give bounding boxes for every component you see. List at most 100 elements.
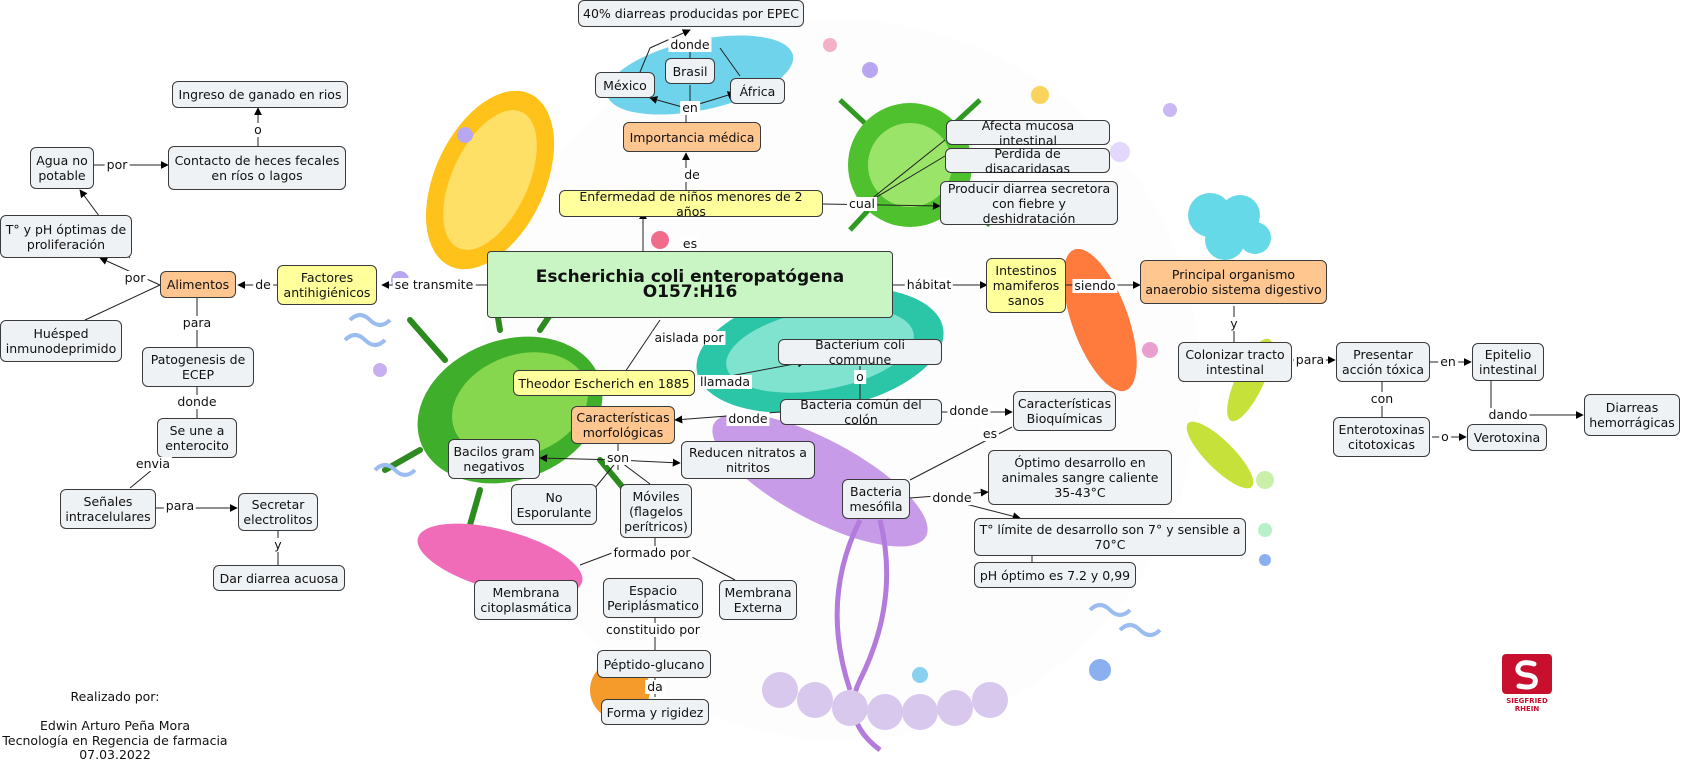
node-text: Características morfológicas (576, 410, 670, 440)
node-text: Presentar acción tóxica (1342, 347, 1424, 377)
node-text: África (739, 83, 776, 99)
link-label-donde: donde (930, 490, 974, 505)
link-label-donde: donde (175, 394, 219, 409)
link-label-donde: donde (947, 403, 991, 418)
node-peptido: Péptido-glucano (597, 650, 711, 678)
node-ingreso-ganado: Ingreso de ganado en rios (172, 81, 348, 108)
node-bacterium-coli: Bacterium coli commune (778, 337, 942, 367)
node-optimo-desarrollo: Óptimo desarrollo en animales sangre cal… (988, 450, 1172, 505)
link-label-para: para (1293, 352, 1327, 367)
link-label-se-transmite: se transmite (392, 277, 476, 292)
node-text: Péptido-glucano (603, 656, 705, 672)
node-text: Huésped inmunodeprimido (5, 326, 117, 356)
link-label-es: es (680, 236, 700, 251)
node-espacio-peri: Espacio Periplásmatico (603, 578, 703, 618)
node-text: Colonizar tracto intestinal (1185, 347, 1285, 377)
node-text: Dar diarrea acuosa (219, 570, 339, 586)
node-text: Producir diarrea secretora con fiebre y … (947, 180, 1111, 226)
node-text: Características Bioquímicas (1017, 396, 1112, 426)
link-label-de: de (682, 167, 702, 182)
siegfried-rhein-logo-icon: SIEGFRIED RHEIN (1502, 654, 1552, 713)
node-contacto-heces: Contacto de heces fecales en ríos o lago… (168, 146, 346, 190)
node-africa: África (730, 78, 785, 104)
node-caract-morfologicas: Características morfológicas (571, 406, 675, 444)
link-label-y: y (1228, 316, 1240, 331)
node-factores-antihigienicos: Factores antihigiénicos (277, 265, 377, 305)
link-label-y: y (272, 537, 284, 552)
link-label-envia: envia (133, 456, 173, 471)
node-huesped: Huésped inmunodeprimido (0, 320, 122, 362)
link-label-en: en (680, 100, 700, 115)
node-perdida-disacaridasas: Perdida de disacaridasas (945, 146, 1110, 176)
node-forma-rigidez: Forma y rigidez (601, 699, 709, 725)
link-label-dando: dando (1486, 407, 1530, 422)
node-text: Señales intracelulares (65, 494, 151, 524)
link-label-por: por (104, 157, 130, 172)
node-text: T° límite de desarrollo son 7° y sensibl… (979, 522, 1241, 552)
node-text: Theodor Escherich en 1885 (518, 375, 690, 391)
node-text: Intestinos mamiferos sanos (992, 263, 1060, 308)
node-text: Afecta mucosa intestinal (981, 117, 1075, 148)
node-moviles: Móviles (flagelos perítricos) (620, 484, 692, 538)
node-enterotoxinas: Enterotoxinas citotoxicas (1333, 417, 1430, 457)
node-verotoxina: Verotoxina (1467, 424, 1547, 451)
node-text: Importancia médica (629, 129, 755, 145)
node-text: México (603, 77, 647, 93)
link-label-o: o (854, 369, 866, 384)
node-text: pH óptimo es 7.2 y 0,99 (979, 567, 1131, 583)
link-label-para: para (163, 498, 197, 513)
node-text: Membrana Externa (724, 585, 792, 615)
node-diarreas-hemorragicas: Diarreas hemorrágicas (1584, 394, 1680, 436)
node-text: Epitelio intestinal (1479, 347, 1537, 377)
node-text: Diarreas hemorrágicas (1589, 400, 1675, 430)
node-diarreas-epec: 40% diarreas producidas por EPEC (578, 0, 804, 27)
author-credits: Realizado por: Edwin Arturo Peña Mora Te… (0, 689, 230, 763)
node-text: Bacteria mesófila (849, 484, 903, 514)
node-agua-no-potable: Agua no potable (30, 147, 94, 189)
link-label-por: por (122, 270, 148, 285)
node-text: Enterotoxinas citotoxicas (1338, 422, 1425, 452)
node-text: Bacterium coli commune (815, 337, 905, 367)
node-epitelio: Epitelio intestinal (1472, 343, 1544, 381)
node-text: No Esporulante (516, 489, 592, 520)
node-bacteria-comun: Bacteria común del colón (780, 397, 942, 427)
node-importancia-medica: Importancia médica (623, 122, 761, 152)
node-text: Brasil (672, 63, 708, 79)
yellow-bacterium-icon (425, 90, 555, 270)
link-label-o: o (252, 122, 264, 137)
link-label-da: da (645, 679, 665, 694)
credit-line (0, 705, 230, 720)
node-brasil: Brasil (665, 58, 715, 84)
node-text: Patogenesis de ECEP (150, 352, 246, 382)
node-membrana-cito: Membrana citoplasmática (474, 580, 578, 620)
main-title-text: Escherichia coli enteropatógena O157:H16 (535, 266, 845, 302)
node-text: Forma y rigidez (606, 704, 704, 720)
node-intestinos: Intestinos mamiferos sanos (986, 258, 1066, 313)
link-label-llamada: llamada (697, 374, 753, 389)
node-theodor: Theodor Escherich en 1885 (513, 370, 695, 396)
link-label-con: con (1368, 391, 1396, 406)
node-senales: Señales intracelulares (60, 489, 156, 529)
node-reducen-nitratos: Reducen nitratos a nitritos (681, 441, 815, 479)
node-patogenesis: Patogenesis de ECEP (142, 347, 254, 387)
link-label-cual: cual (847, 196, 877, 211)
logo-text: SIEGFRIED (1506, 697, 1548, 705)
node-alimentos: Alimentos (160, 271, 236, 298)
node-text: Alimentos (166, 277, 230, 292)
node-text: Se une a enterocito (165, 423, 229, 453)
node-mexico: México (595, 72, 655, 98)
link-label-siendo: siendo (1072, 278, 1118, 293)
node-text: Bacteria común del colón (800, 397, 922, 427)
node-caract-bioquimicas: Características Bioquímicas (1013, 391, 1116, 431)
node-limite-desarrollo: T° límite de desarrollo son 7° y sensibl… (974, 518, 1246, 556)
link-label-para: para (180, 315, 214, 330)
link-label-en: en (1438, 354, 1458, 369)
pink-bacterium-icon (417, 523, 583, 597)
node-bacilos: Bacilos gram negativos (448, 439, 540, 479)
node-text: Verotoxina (1473, 430, 1541, 445)
node-ph-optimo: pH óptimo es 7.2 y 0,99 (974, 562, 1136, 588)
node-colonizar: Colonizar tracto intestinal (1178, 342, 1292, 382)
logo-text: RHEIN (1515, 705, 1540, 713)
node-text: Secretar electrolitos (243, 497, 313, 527)
link-label-o: o (1439, 429, 1451, 444)
